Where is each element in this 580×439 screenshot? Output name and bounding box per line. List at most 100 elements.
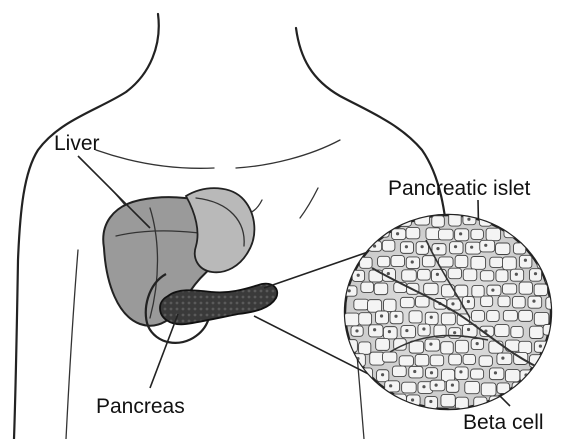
islet-cell [399, 356, 413, 366]
cell-nucleus [366, 233, 369, 236]
islet-cell [382, 352, 396, 362]
islet-cell [350, 381, 362, 393]
islet-cell [503, 310, 517, 321]
islet-cell [344, 313, 359, 326]
cell-nucleus [429, 400, 432, 403]
islet-cell [560, 412, 573, 423]
islet-cell [402, 270, 417, 281]
cell-nucleus [405, 245, 408, 248]
islet-cell [448, 268, 461, 278]
islet-cell [519, 282, 532, 294]
cell-nucleus [422, 413, 425, 416]
islet-cell [537, 395, 549, 406]
islet-cell [479, 356, 492, 367]
islet-cell [433, 410, 447, 420]
islet-cell [441, 342, 454, 354]
cell-nucleus [555, 231, 558, 234]
islet-cell [559, 326, 571, 337]
cell-nucleus [394, 315, 397, 318]
cell-nucleus [550, 411, 553, 414]
islet-cell [498, 214, 511, 226]
islet-cell [382, 240, 395, 251]
cell-nucleus [413, 370, 416, 373]
cell-nucleus [388, 330, 391, 333]
cell-nucleus [374, 414, 377, 417]
islet-cell [561, 214, 574, 225]
islet-cell [465, 381, 480, 393]
islet-cell [439, 229, 454, 240]
islet-cell [441, 394, 455, 406]
islet-cell [392, 366, 406, 376]
islet-cell [463, 354, 475, 364]
cell-nucleus [564, 244, 567, 247]
islet-cell [409, 311, 422, 323]
islet-cell [552, 340, 565, 351]
islet-cell [383, 215, 397, 225]
cell-nucleus [411, 398, 414, 401]
islet-cell [401, 326, 416, 338]
islet-cell [431, 269, 446, 281]
islet-cell [553, 258, 567, 269]
islet-cell [559, 270, 571, 282]
islet-cell [487, 311, 500, 322]
cell-nucleus [389, 384, 392, 387]
islet-cell [432, 216, 445, 227]
islet-cell [519, 227, 532, 239]
islet-cell [471, 229, 484, 239]
islet-cell [384, 299, 397, 311]
islet-cell [368, 212, 383, 224]
cell-nucleus [470, 246, 473, 249]
cell-nucleus [547, 246, 550, 249]
cell-nucleus [453, 331, 456, 334]
islet-cell [513, 215, 525, 226]
islet-cell [512, 382, 527, 393]
islet-cell [376, 338, 390, 350]
cell-nucleus [430, 316, 433, 319]
islet-cell [519, 341, 532, 353]
cell-nucleus [435, 384, 438, 387]
islet-cell [526, 212, 539, 224]
islet-cell [368, 300, 382, 313]
islet-cell [471, 257, 486, 270]
islet-cell [502, 284, 516, 294]
islet-cell [406, 227, 420, 238]
islet-cell [546, 297, 561, 309]
cell-nucleus [524, 259, 527, 262]
islet-cell [374, 283, 387, 295]
islet-cell [399, 411, 412, 424]
cell-nucleus [436, 247, 439, 250]
islet-cell [544, 353, 556, 366]
islet-cell [354, 299, 369, 310]
islet-cell [521, 396, 533, 407]
cell-nucleus [564, 356, 567, 359]
islet-cell [378, 394, 391, 407]
islet-cell [546, 213, 559, 224]
islet-cell [496, 243, 510, 255]
islet-cell [345, 227, 358, 239]
islet-cell [466, 242, 481, 254]
liver-label: Liver [54, 133, 100, 154]
islet-cell [361, 395, 375, 407]
islet-cell [455, 340, 468, 353]
islet-cell [519, 310, 533, 321]
islet-cell [526, 382, 538, 394]
islet-cell [361, 282, 374, 292]
cell-nucleus [421, 245, 424, 248]
cell-nucleus [451, 302, 454, 305]
islet-cell [441, 313, 455, 325]
cell-nucleus [565, 415, 568, 418]
islet-cell [537, 257, 550, 269]
cell-nucleus [380, 314, 383, 317]
cell-nucleus [454, 245, 457, 248]
islet-cell [378, 256, 390, 266]
cell-nucleus [539, 345, 542, 348]
islet-cell [463, 269, 477, 281]
islet-cell [400, 297, 414, 307]
cell-nucleus [476, 342, 479, 345]
islet-cell [552, 313, 564, 326]
islet-cell [391, 256, 405, 267]
islet-cell [543, 242, 556, 252]
islet-cell [359, 342, 371, 354]
cell-nucleus [387, 272, 390, 275]
cell-nucleus [349, 230, 352, 233]
